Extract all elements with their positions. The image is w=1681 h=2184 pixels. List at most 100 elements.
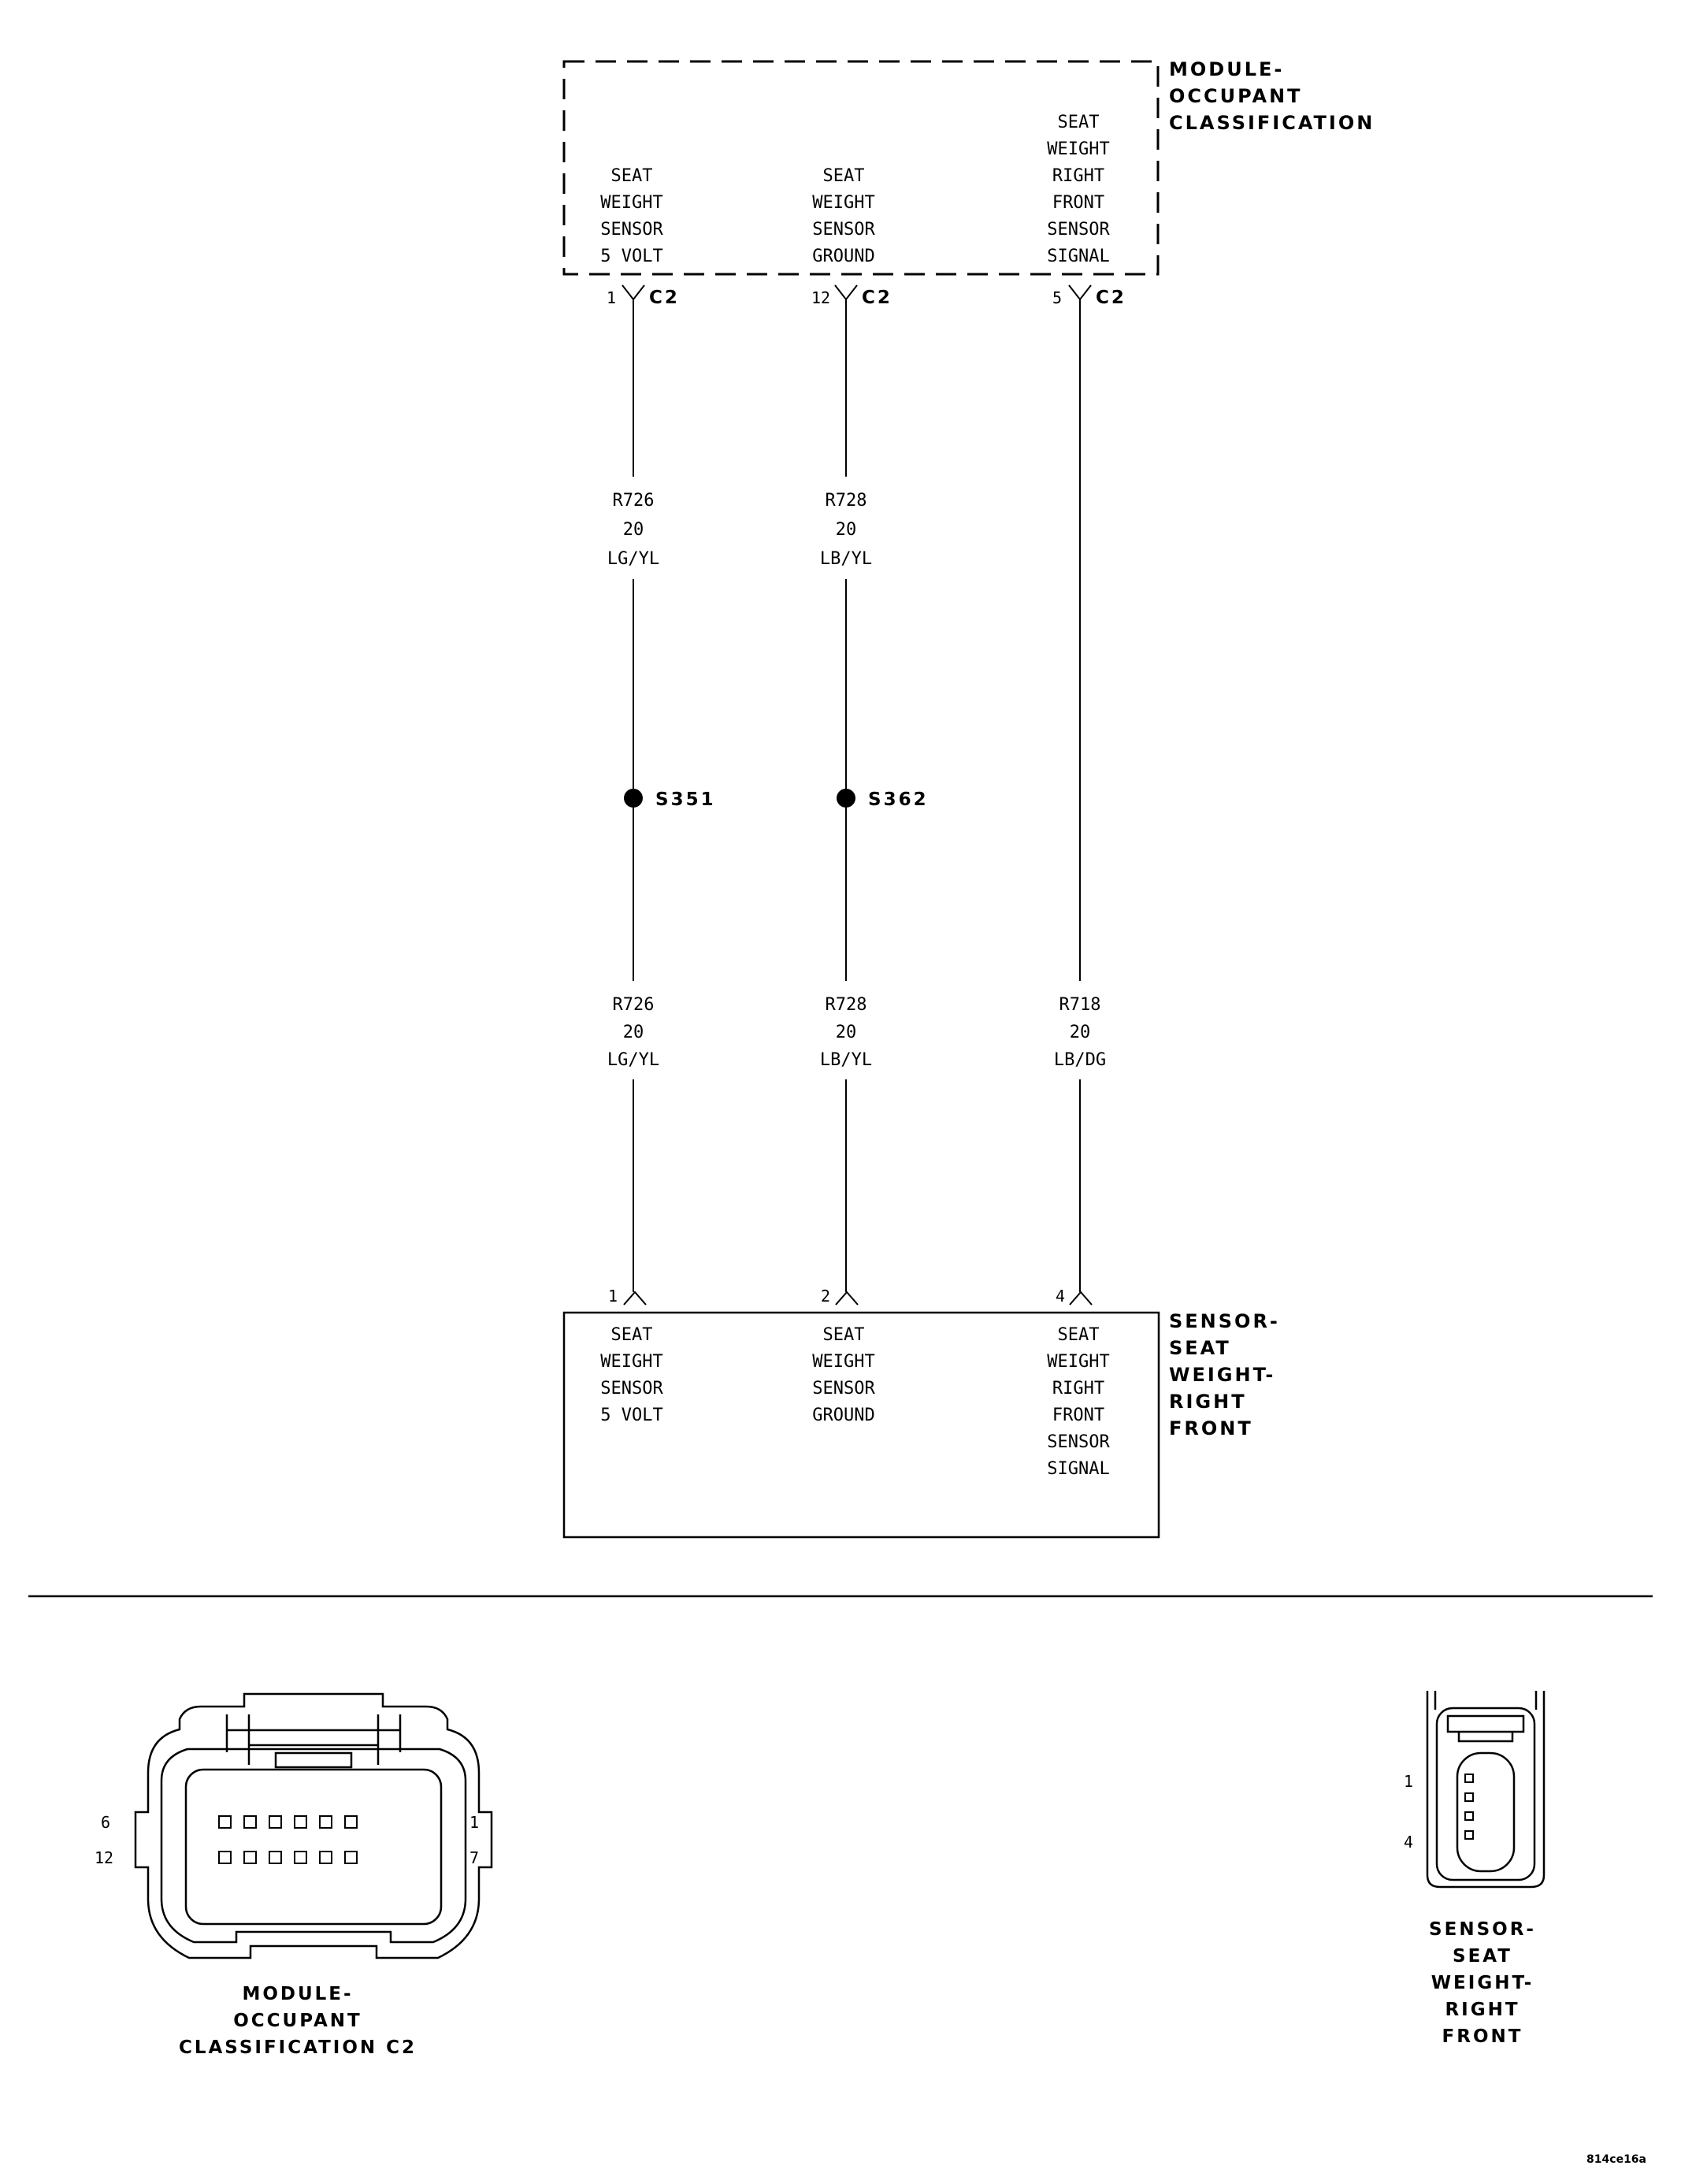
module-title-line-1: MODULE- xyxy=(1169,58,1284,80)
splice-s351-dot-icon xyxy=(624,789,643,808)
module-pin12-connector-icon xyxy=(834,284,858,301)
module-pin-number-5: 5 xyxy=(1052,288,1062,307)
module-connector-pins: 1 C2 12 C2 5 C2 xyxy=(607,284,1126,308)
module-pin1-connector-icon xyxy=(622,284,645,301)
sensor-pin1-label-4: 5 VOLT xyxy=(600,1406,662,1425)
sensor-connector-cavity xyxy=(1464,1811,1474,1821)
module-connector-label-2: C2 xyxy=(862,288,892,308)
module-c2-pin-label-7: 7 xyxy=(469,1848,479,1867)
module-c2-cavity xyxy=(319,1815,332,1829)
module-pin5-label-2: WEIGHT xyxy=(1047,139,1109,159)
sensor-title-line-1: SENSOR- xyxy=(1169,1310,1280,1332)
sensor-connector-cavity xyxy=(1464,1792,1474,1802)
reference-code: 814ce16a xyxy=(1586,2153,1646,2166)
sensor-pin1-label-3: SENSOR xyxy=(600,1379,663,1398)
wire-r728: R728 20 LB/YL S362 R728 20 LB/YL xyxy=(820,299,929,1292)
sensor-pin-number-2: 2 xyxy=(821,1287,830,1306)
module-c2-cavity xyxy=(243,1815,257,1829)
module-c2-cavity xyxy=(269,1851,282,1864)
module-pin5-connector-icon xyxy=(1068,284,1092,301)
module-pin1-label-4: 5 VOLT xyxy=(600,247,662,266)
module-pin5-label-4: FRONT xyxy=(1052,193,1104,213)
sensor-connector-pins: 1 2 4 xyxy=(608,1287,1093,1306)
sensor-pin4-label-4: FRONT xyxy=(1052,1406,1104,1425)
sensor-seat-weight-right-front: 1 2 4 SENSOR- SEAT WEIGHT- RIGHT FRONT S… xyxy=(562,1287,1280,1539)
sensor-pin1-connector-icon xyxy=(623,1291,647,1306)
wire-r728-lower-gauge: 20 xyxy=(836,1023,857,1042)
wire-r728-upper-code: R728 xyxy=(826,491,867,511)
module-c2-pin-labels: 6 12 1 7 xyxy=(95,1813,479,1867)
wire-r726: R726 20 LG/YL S351 R726 20 LG/YL xyxy=(607,299,714,1292)
sensor-pin4-label-6: SIGNAL xyxy=(1047,1459,1109,1479)
module-pin1-label-1: SEAT xyxy=(611,166,653,186)
sensor-pin1-label-1: SEAT xyxy=(611,1325,653,1345)
module-c2-cavity xyxy=(218,1815,232,1829)
sensor-pin2-connector-icon xyxy=(835,1291,859,1306)
wire-r726-upper-code: R726 xyxy=(613,491,655,511)
module-pin12-label-4: GROUND xyxy=(812,247,874,266)
sensor-connector-latch xyxy=(1446,1714,1525,1733)
sensor-pin4-label-2: WEIGHT xyxy=(1047,1352,1109,1372)
sensor-border xyxy=(562,1311,1160,1539)
sensor-title-line-4: RIGHT xyxy=(1169,1391,1247,1413)
sensor-pin4-connector-icon xyxy=(1069,1291,1093,1306)
wire-r726-lower-gauge: 20 xyxy=(623,1023,644,1042)
sensor-connector-caption-line-1: SENSOR- xyxy=(1429,1919,1536,1940)
module-pin5-label-5: SENSOR xyxy=(1047,220,1110,240)
module-pin1-label-3: SENSOR xyxy=(600,220,663,240)
sensor-connector-latch-tab xyxy=(1457,1732,1514,1743)
module-pin12-label-2: WEIGHT xyxy=(812,193,874,213)
splice-s362-dot-icon xyxy=(837,789,855,808)
sensor-title-line-2: SEAT xyxy=(1169,1337,1231,1359)
sensor-connector-pin-label-4: 4 xyxy=(1404,1833,1413,1852)
sensor-connector-cavity xyxy=(1464,1774,1474,1783)
sensor-connector-cavity-housing xyxy=(1456,1751,1516,1873)
module-c2-pin-label-12: 12 xyxy=(95,1848,113,1867)
sensor-connector-cavity xyxy=(1464,1830,1474,1840)
module-c2-cavity xyxy=(344,1851,358,1864)
module-c2-cavity xyxy=(319,1851,332,1864)
module-pin-number-1: 1 xyxy=(607,288,616,307)
sensor-connector-ears xyxy=(1434,1691,1538,1710)
module-dashed-border xyxy=(562,60,1160,276)
splice-s362-label: S362 xyxy=(868,789,929,810)
module-pin5-label-1: SEAT xyxy=(1058,113,1100,132)
module-pin5-label-3: RIGHT xyxy=(1052,166,1104,186)
module-c2-pin-label-6: 6 xyxy=(101,1813,110,1832)
sensor-connector-outer-shell xyxy=(1426,1691,1546,1889)
module-c2-cavity xyxy=(218,1851,232,1864)
sensor-title-line-5: FRONT xyxy=(1169,1417,1253,1439)
module-c2-latch xyxy=(225,1714,402,1765)
sensor-connector-body xyxy=(1435,1707,1536,1881)
module-pin12-label-3: SENSOR xyxy=(812,220,875,240)
module-c2-cavity xyxy=(269,1815,282,1829)
sensor-pin4-label-3: RIGHT xyxy=(1052,1379,1104,1398)
sensor-connector-pin-label-1: 1 xyxy=(1404,1772,1413,1791)
sensor-pin2-label-1: SEAT xyxy=(823,1325,865,1345)
sensor-pin4-label-1: SEAT xyxy=(1058,1325,1100,1345)
sensor-connector-caption-line-3: WEIGHT- xyxy=(1431,1973,1534,1993)
sensor-connector-caption-line-4: RIGHT xyxy=(1445,2000,1520,2020)
module-c2-cavity-area xyxy=(184,1768,443,1926)
module-connector-label-3: C2 xyxy=(1096,288,1126,308)
sensor-pin4-label-5: SENSOR xyxy=(1047,1432,1110,1452)
module-c2-caption-line-2: OCCUPANT xyxy=(233,2011,362,2031)
module-c2-inner-body xyxy=(160,1748,467,1944)
sensor-pin2-label-4: GROUND xyxy=(812,1406,874,1425)
wire-r728-upper-color: LB/YL xyxy=(820,549,872,569)
module-c2-cavity xyxy=(294,1815,307,1829)
wire-r726-upper-gauge: 20 xyxy=(623,520,644,540)
module-c2-latch-tab xyxy=(274,1751,353,1769)
wire-r718-code: R718 xyxy=(1059,995,1101,1015)
module-pin5-label-6: SIGNAL xyxy=(1047,247,1109,266)
wire-r728-upper-gauge: 20 xyxy=(836,520,857,540)
module-connector-label-1: C2 xyxy=(649,288,680,308)
module-pin12-label-1: SEAT xyxy=(823,166,865,186)
sensor-pin2-label-3: SENSOR xyxy=(812,1379,875,1398)
module-c2-cavity xyxy=(294,1851,307,1864)
sensor-connector-caption-line-2: SEAT xyxy=(1453,1946,1512,1967)
module-title-line-2: OCCUPANT xyxy=(1169,85,1303,107)
wire-r726-lower-color: LG/YL xyxy=(607,1050,659,1070)
module-pin1-label-2: WEIGHT xyxy=(600,193,662,213)
